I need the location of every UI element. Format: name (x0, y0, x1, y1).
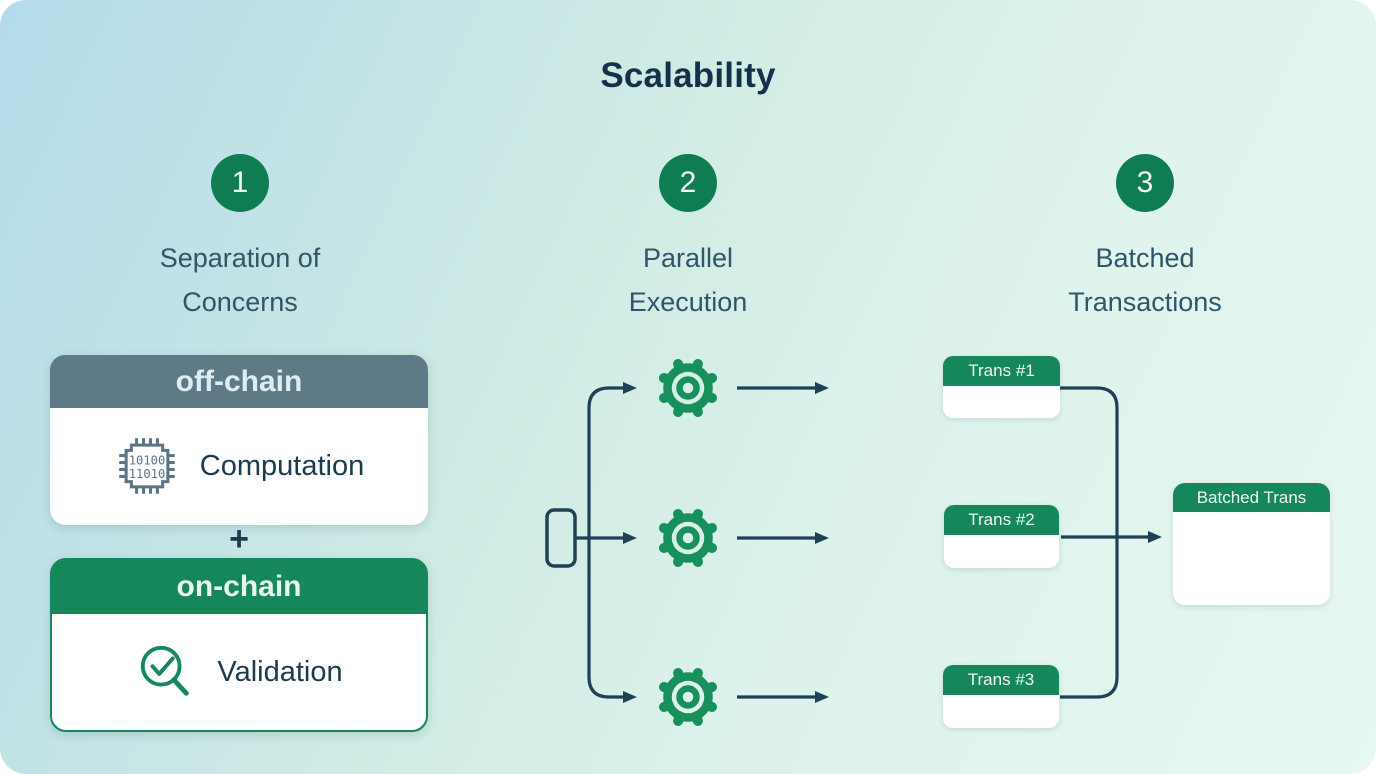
step-3: 3 Batched Transactions (985, 154, 1305, 324)
step-1-label-line1: Separation of (159, 243, 321, 273)
batched-trans-header: Batched Trans (1173, 483, 1330, 512)
off-chain-body: 10100 11010 Computation (50, 408, 428, 524)
step-1-number-badge: 1 (211, 154, 269, 212)
gear-icon (654, 663, 722, 731)
computation-label: Computation (199, 449, 365, 482)
batched-trans-box: Batched Trans (1173, 483, 1330, 605)
step-3-number: 3 (1136, 166, 1154, 199)
step-3-label: Batched Transactions (985, 236, 1305, 324)
trans-2-box: Trans #2 (944, 505, 1059, 568)
branch-arrow-top (587, 382, 637, 538)
step-2-label-line2: Execution (628, 287, 748, 317)
validation-label: Validation (217, 655, 343, 688)
chip-binary-line2: 11010 (129, 467, 166, 481)
step-2-label-line1: Parallel (642, 243, 734, 273)
plus-sign: + (229, 519, 249, 558)
task-block (545, 508, 577, 568)
chip-icon: 10100 11010 (118, 438, 175, 494)
gear-icon (654, 354, 722, 422)
step-1-label: Separation of Concerns (80, 236, 400, 324)
step-2-label: Parallel Execution (528, 236, 848, 324)
step-3-number-badge: 3 (1116, 154, 1174, 212)
trans-3-box: Trans #3 (943, 665, 1059, 728)
step-1-label-line2: Concerns (182, 287, 298, 317)
trans-3-header: Trans #3 (943, 665, 1059, 695)
step-3-label-line2: Transactions (1068, 287, 1222, 317)
gear-icon (654, 504, 722, 572)
on-chain-body: Validation (52, 614, 426, 730)
step-1-number: 1 (231, 166, 249, 199)
on-chain-header: on-chain (52, 560, 426, 614)
off-chain-card: off-chain 10100 11010 Computation (50, 355, 428, 525)
trans-1-box: Trans #1 (943, 356, 1060, 418)
step-3-label-line1: Batched (1095, 243, 1195, 273)
off-chain-header: off-chain (50, 355, 428, 408)
on-chain-card: on-chain Validation (50, 558, 428, 732)
branch-arrow-bottom (587, 538, 637, 703)
step-2: 2 Parallel Execution (528, 154, 848, 324)
trans-1-header: Trans #1 (943, 356, 1060, 386)
step-2-number-badge: 2 (659, 154, 717, 212)
step-1: 1 Separation of Concerns (80, 154, 400, 324)
step-2-number: 2 (679, 166, 697, 199)
magnifier-check-icon (141, 645, 190, 696)
trans-2-header: Trans #2 (944, 505, 1059, 535)
chip-binary-line1: 10100 (129, 453, 166, 467)
merge-line (1060, 386, 1119, 699)
page-title: Scalability (600, 56, 776, 95)
